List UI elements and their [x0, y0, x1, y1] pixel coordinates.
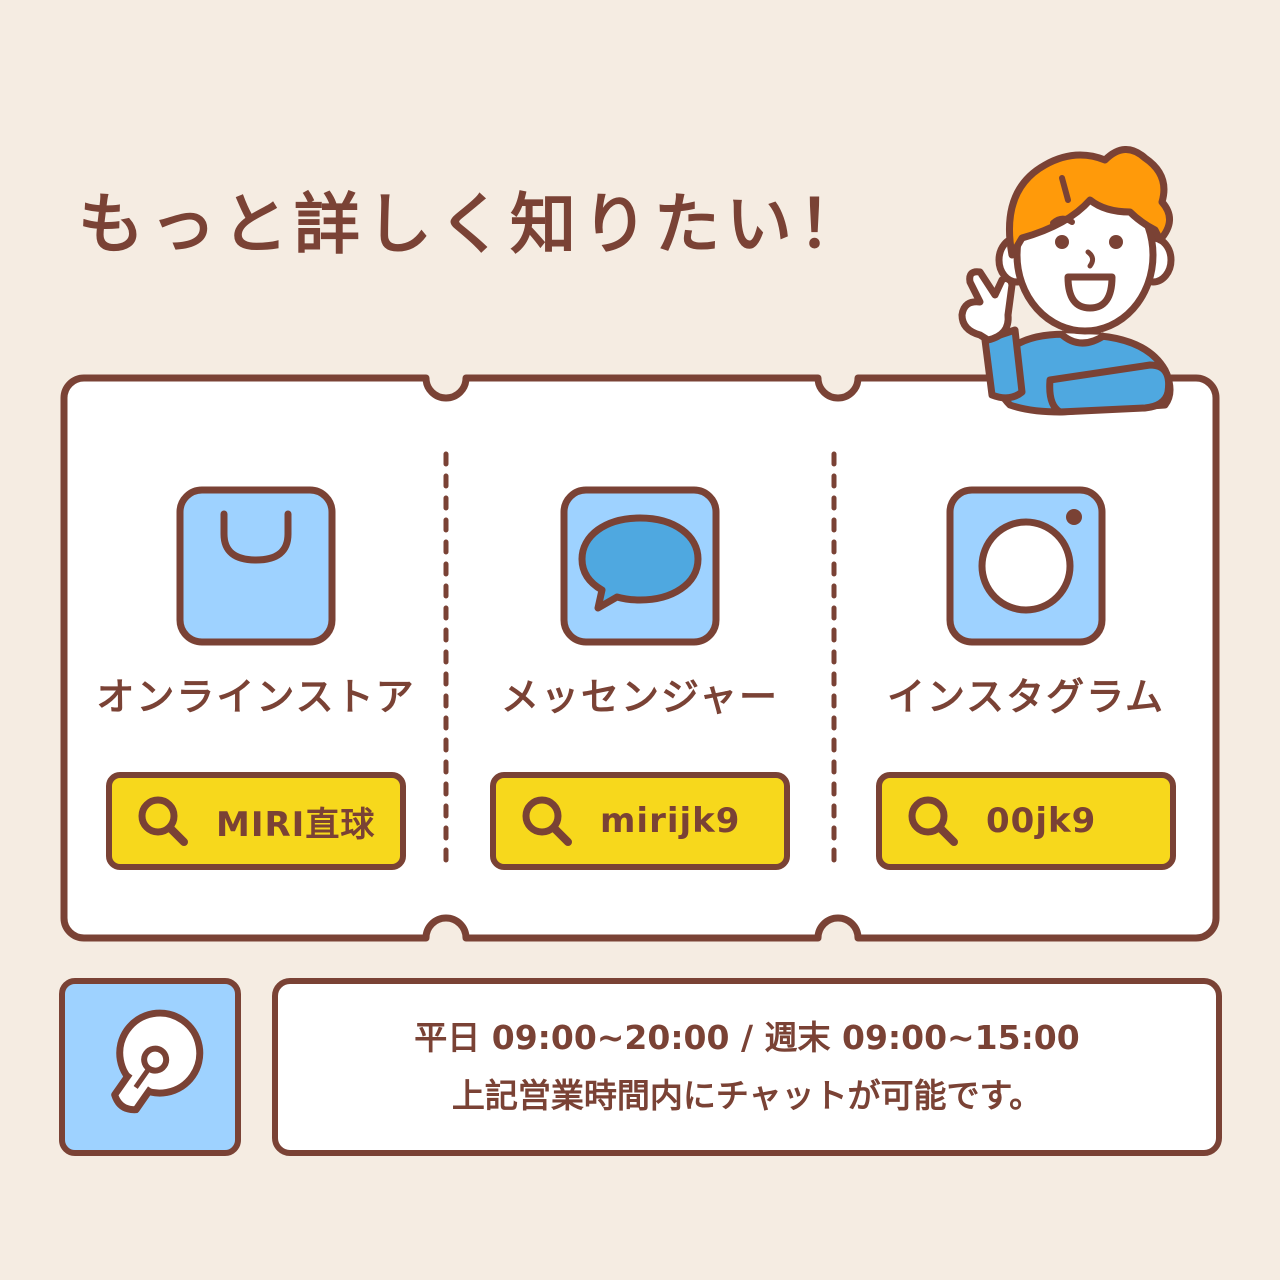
search-button-online-store[interactable]: MIRI直球 — [106, 772, 406, 870]
search-icon — [138, 796, 188, 846]
channel-instagram: インスタグラム 00jk9 — [846, 486, 1206, 876]
business-hours-info: 平日 09:00~20:00 / 週末 09:00~15:00 上記営業時間内に… — [272, 978, 1222, 1156]
lightbulb-icon — [111, 1009, 204, 1114]
channel-messenger: メッセンジャー mirijk9 — [460, 486, 820, 876]
camera-icon — [946, 486, 1106, 646]
business-hours: 平日 09:00~20:00 / 週末 09:00~15:00 — [414, 1018, 1080, 1057]
search-value: MIRI直球 — [216, 804, 376, 845]
channel-label: オンラインストア — [96, 675, 416, 719]
shopping-bag-icon — [176, 486, 336, 646]
search-value: 00jk9 — [986, 801, 1097, 841]
search-button-messenger[interactable]: mirijk9 — [490, 772, 790, 870]
channel-online-store: オンラインストア MIRI直球 — [76, 486, 436, 876]
page-title: もっと詳しく知りたい！ — [78, 186, 870, 263]
search-icon — [908, 796, 958, 846]
character-illustration — [958, 146, 1175, 416]
chat-bubble-icon — [560, 486, 720, 646]
lightbulb-badge — [59, 978, 241, 1156]
search-icon — [522, 796, 572, 846]
search-value: mirijk9 — [600, 801, 741, 841]
chat-availability-note: 上記営業時間内にチャットが可能です。 — [451, 1076, 1043, 1115]
channel-label: メッセンジャー — [500, 675, 780, 719]
search-button-instagram[interactable]: 00jk9 — [876, 772, 1176, 870]
channel-label: インスタグラム — [886, 675, 1166, 719]
